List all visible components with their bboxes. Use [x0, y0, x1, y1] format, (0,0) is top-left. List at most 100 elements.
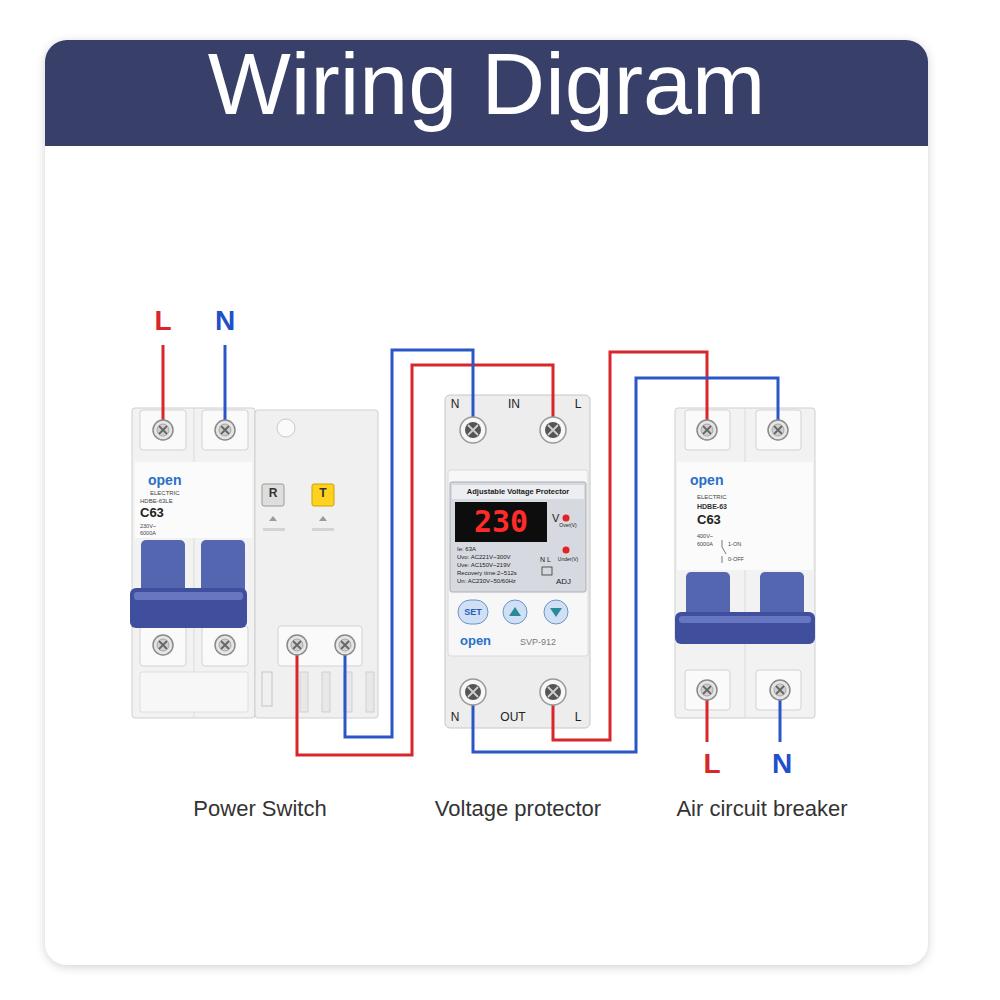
power-switch-body [269, 516, 277, 521]
power-switch-handle [134, 592, 243, 600]
voltage-readout: 230 [474, 505, 528, 540]
terminal-label: N L [540, 556, 551, 564]
voltage-protector-body [458, 600, 488, 624]
power-switch-handle [130, 540, 247, 628]
neutral-label: N [215, 305, 235, 337]
power-switch-handle [130, 588, 247, 628]
power-switch-body [262, 672, 272, 706]
power-switch-body [132, 408, 255, 718]
wire-connector [473, 378, 778, 752]
power-switch-body [312, 528, 334, 531]
voltage-protector-body [445, 395, 590, 728]
spec-text: Un: AC230V~50/60Hz [457, 578, 516, 585]
line-label: L [703, 748, 720, 780]
power-switch-body [263, 528, 285, 531]
card [45, 40, 928, 965]
spec-text: 400V~ [697, 533, 713, 539]
terminal-screws [540, 679, 566, 705]
button-label: T [319, 487, 326, 501]
voltage-protector-body [448, 470, 588, 656]
card [45, 40, 928, 965]
power-switch-body [262, 484, 284, 506]
rating-text: C63 [697, 513, 721, 528]
air-circuit-breaker-handle [675, 612, 815, 644]
power-switch: Power SwitchopenELECTRICHDBE-63LEC63230V… [130, 405, 380, 720]
rating-text: C63 [140, 506, 164, 521]
power-switch-body [132, 408, 378, 718]
spec-text: Recovery time:2~512s [457, 570, 517, 577]
device-caption: Voltage protector [435, 796, 601, 821]
power-switch-body [202, 626, 248, 666]
device-caption: Air circuit breaker [676, 796, 847, 821]
terminal-screws [153, 635, 173, 655]
card [45, 40, 928, 146]
air-circuit-breaker-handle [675, 572, 815, 644]
terminal-label: IN [508, 398, 520, 412]
voltage-protector-body [452, 485, 584, 499]
brand-subtitle: ELECTRIC [697, 494, 727, 501]
button-label: SET [464, 607, 482, 617]
model-number: HDBE-63 [697, 503, 727, 511]
terminal-screws [335, 635, 355, 655]
power-switch-body [278, 626, 362, 666]
model-number: SVP-912 [520, 637, 556, 647]
terminal-screws [540, 417, 566, 443]
wire-connector [345, 350, 473, 737]
voltage-protector-body [542, 567, 552, 575]
power-switch-body [322, 672, 330, 712]
power-switch-body [277, 419, 295, 437]
air-circuit-breaker-handle [679, 616, 811, 623]
power-switch-body [140, 672, 248, 712]
voltage-protector-body [544, 600, 568, 624]
voltage-protector-body [445, 395, 590, 728]
button-label: R [269, 487, 278, 501]
spec-text: 230V~ [140, 523, 156, 529]
terminal-screws [768, 420, 788, 440]
brand-logo: open [690, 472, 723, 488]
terminal-screws [460, 417, 486, 443]
neutral-label: N [772, 748, 792, 780]
spec-text: 6000A [697, 541, 713, 547]
wire-connector [297, 365, 553, 755]
spec-text: Uve: AC150V~219V [457, 562, 511, 569]
air-circuit-breaker-body [675, 408, 815, 718]
terminal-screws [153, 420, 173, 440]
air-circuit-breaker: Air circuit breakeropenELECTRICHDBE-63C6… [675, 405, 815, 720]
panel-heading: Adjustable Voltage Protector [467, 488, 569, 497]
voltage-protector-body [563, 547, 570, 554]
terminal-screws [287, 635, 307, 655]
spec-text: Uvo: AC221V~300V [457, 554, 511, 561]
terminal-label: N [451, 711, 460, 725]
spec-text: Ie: 63A [457, 546, 476, 553]
voltage-protector-body [550, 608, 562, 617]
terminal-screws [697, 680, 717, 700]
voltage-protector-body [503, 600, 527, 624]
air-circuit-breaker-body [722, 540, 726, 563]
terminal-label: L [575, 398, 582, 412]
voltage-protector-body [455, 502, 547, 542]
terminal-label: N [451, 398, 460, 412]
diagram-title: Wiring Digram [45, 40, 928, 146]
power-switch-body [135, 462, 252, 538]
power-switch-body [366, 672, 374, 712]
power-switch-body [140, 626, 186, 666]
wire-stub [225, 345, 780, 742]
spec-text: 6000A [140, 530, 156, 536]
power-switch-body [255, 410, 378, 718]
wire-stub [163, 345, 780, 742]
device-caption: Power Switch [193, 796, 326, 821]
switch-state-label: 0-OFF [728, 556, 744, 562]
power-switch-body [319, 516, 327, 521]
power-switch-body [300, 672, 308, 712]
voltage-protector: Voltage protectorNINLAdjustable Voltage … [445, 395, 590, 728]
air-circuit-breaker-body [675, 408, 815, 718]
voltage-protector-body [450, 482, 586, 592]
line-label: L [154, 305, 171, 337]
wire-stub [163, 345, 707, 742]
wire-connector [553, 352, 707, 740]
terminal-screws [215, 420, 235, 440]
adjust-label: ADJ [556, 577, 571, 586]
model-number: HDBE-63LE [140, 498, 173, 505]
terminal-screws [770, 680, 790, 700]
